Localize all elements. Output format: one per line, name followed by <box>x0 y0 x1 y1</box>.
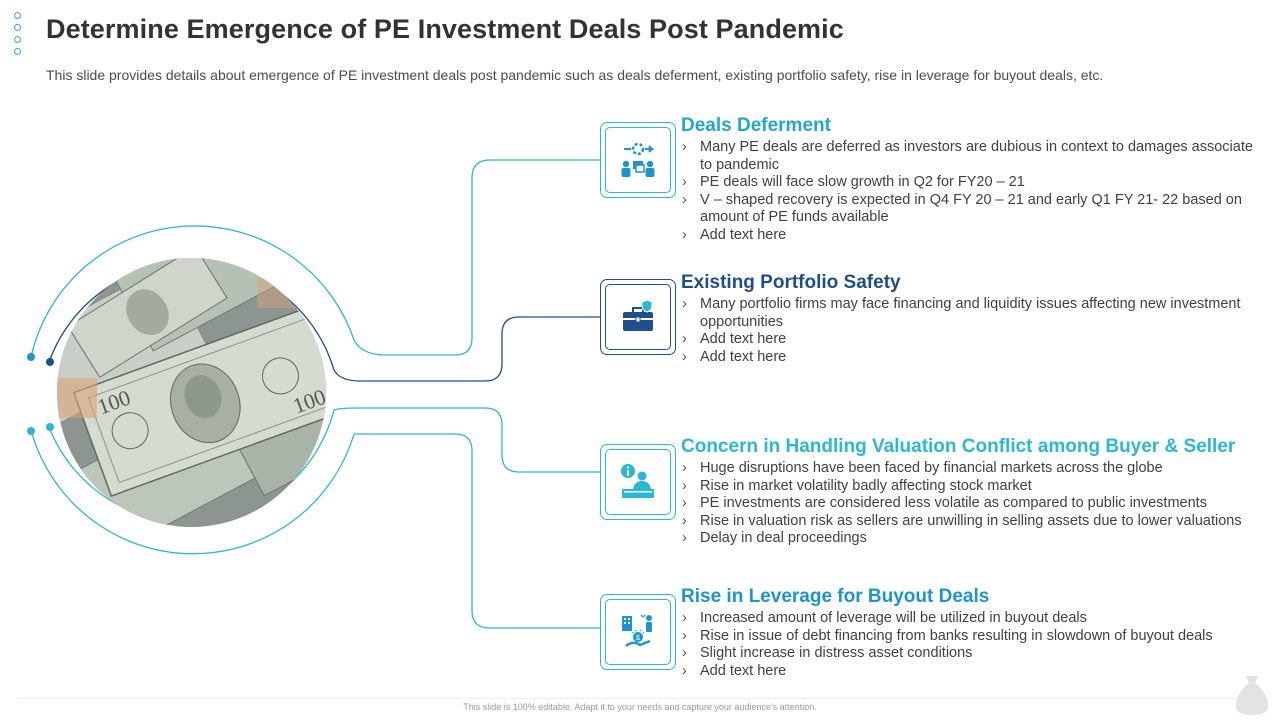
connector-3 <box>333 407 600 473</box>
bullet-item: Many portfolio firms may face financing … <box>681 296 1261 331</box>
bullet-item: PE investments are considered less volat… <box>681 495 1261 513</box>
arc-dot <box>46 358 54 366</box>
connector-4 <box>354 433 600 629</box>
section-rise-in-leverage: Rise in Leverage for Buyout Deals Increa… <box>681 585 1261 680</box>
outer-arc-top <box>30 225 355 358</box>
deal-exchange-icon-box <box>600 122 676 198</box>
leverage-finance-icon: $ <box>622 614 652 648</box>
section-heading: Concern in Handling Valuation Conflict a… <box>681 436 1236 457</box>
money-bag-icon <box>1236 676 1268 715</box>
bullet-item: Delay in deal proceedings <box>681 530 1261 548</box>
bullet-list: Huge disruptions have been faced by fina… <box>681 460 1261 548</box>
info-desk-icon <box>621 464 654 498</box>
footer-divider <box>20 698 1260 699</box>
svg-text:$: $ <box>636 635 640 642</box>
section-heading: Existing Portfolio Safety <box>681 272 901 293</box>
bullet-list: Many portfolio firms may face financing … <box>681 296 1261 366</box>
outer-arc-bottom <box>30 429 355 555</box>
arc-dot <box>27 353 35 361</box>
footer-note: This slide is 100% editable. Adapt it to… <box>463 702 817 712</box>
bullet-item: Add text here <box>681 331 1261 349</box>
bullet-item: Rise in issue of debt financing from ban… <box>681 628 1261 646</box>
connector-1 <box>353 159 600 356</box>
bullet-item: Increased amount of leverage will be uti… <box>681 610 1261 628</box>
bullet-item: Add text here <box>681 227 1261 245</box>
leverage-finance-icon-box: $ <box>600 594 676 670</box>
section-deals-deferment: Deals Deferment Many PE deals are deferr… <box>681 114 1261 245</box>
secure-briefcase-icon <box>623 299 653 331</box>
bullet-item: Huge disruptions have been faced by fina… <box>681 460 1261 478</box>
page-subtitle: This slide provides details about emerge… <box>46 67 1104 83</box>
section-heading: Rise in Leverage for Buyout Deals <box>681 586 990 607</box>
decorative-dots <box>14 12 24 60</box>
secure-briefcase-icon-box <box>600 279 676 355</box>
section-valuation-conflict: Concern in Handling Valuation Conflict a… <box>681 435 1261 548</box>
bullet-item: Many PE deals are deferred as investors … <box>681 139 1261 174</box>
bullet-item: Slight increase in distress asset condit… <box>681 645 1261 663</box>
bullet-item: Rise in market volatility badly affectin… <box>681 478 1261 496</box>
info-desk-icon-box <box>600 444 676 520</box>
section-heading: Deals Deferment <box>681 115 831 136</box>
bullet-item: Add text here <box>681 663 1261 681</box>
money-banknotes-photo: 100 100 <box>57 258 326 527</box>
bullet-item: Add text here <box>681 349 1261 367</box>
connector-2 <box>333 316 600 382</box>
bullet-list: Increased amount of leverage will be uti… <box>681 610 1261 680</box>
bullet-item: Rise in valuation risk as sellers are un… <box>681 513 1261 531</box>
bullet-list: Many PE deals are deferred as investors … <box>681 139 1261 245</box>
arc-dot <box>27 427 35 435</box>
page-title: Determine Emergence of PE Investment Dea… <box>46 14 844 44</box>
bullet-item: PE deals will face slow growth in Q2 for… <box>681 174 1261 192</box>
deal-exchange-icon <box>621 142 655 177</box>
arc-dot <box>46 423 54 431</box>
section-existing-portfolio-safety: Existing Portfolio Safety Many portfolio… <box>681 271 1261 366</box>
bullet-item: V – shaped recovery is expected in Q4 FY… <box>681 192 1261 227</box>
